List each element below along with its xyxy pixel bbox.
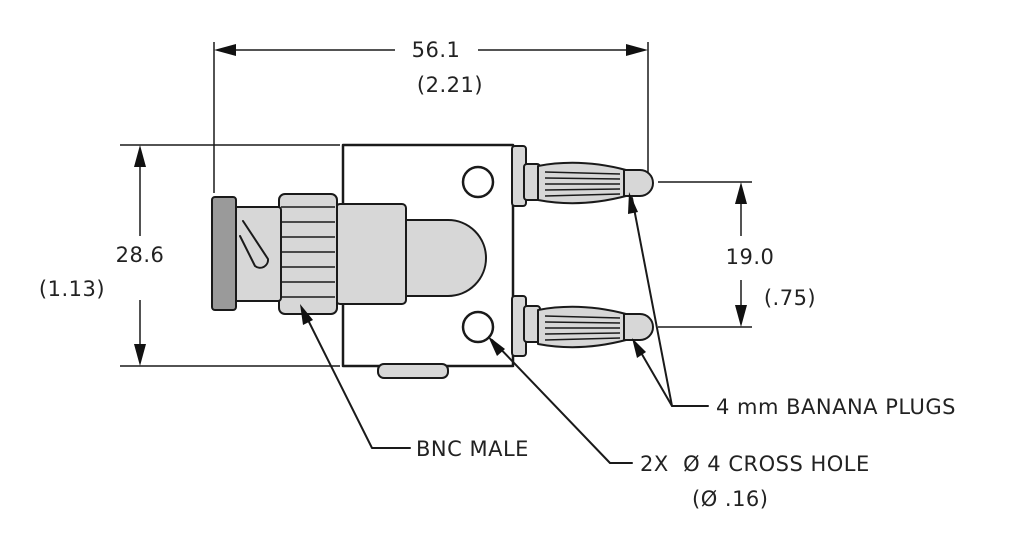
plug-spacing-dimension-line (735, 182, 747, 327)
plug-spacing-mm-label: 19.0 (726, 245, 775, 269)
bnc-male-leader (300, 304, 411, 449)
lower-banana-plug (511, 295, 654, 357)
bnc-male-label: BNC MALE (416, 437, 529, 461)
bnc-connector (211, 193, 487, 315)
cross-hole-leader (488, 336, 633, 464)
cross-hole-label: 2X Ø 4 CROSS HOLE (640, 452, 870, 476)
banana-plugs-label: 4 mm BANANA PLUGS (716, 395, 956, 419)
width-mm-label: 56.1 (412, 38, 461, 62)
width-dimension-line (214, 44, 648, 56)
height-in-label: (1.13) (39, 277, 105, 301)
width-in-label: (2.21) (417, 73, 483, 97)
plug-spacing-in-label: (.75) (764, 286, 816, 310)
height-dimension-line (134, 145, 146, 366)
knurl-lines (281, 206, 335, 298)
height-mm-label: 28.6 (116, 243, 165, 267)
upper-banana-plug (511, 145, 654, 207)
lower-cross-hole (461, 310, 495, 344)
extension-lines (120, 42, 752, 367)
upper-cross-hole (461, 165, 495, 199)
cross-hole-in-label: (Ø .16) (692, 487, 769, 511)
banana-plug-leaders (628, 192, 709, 407)
